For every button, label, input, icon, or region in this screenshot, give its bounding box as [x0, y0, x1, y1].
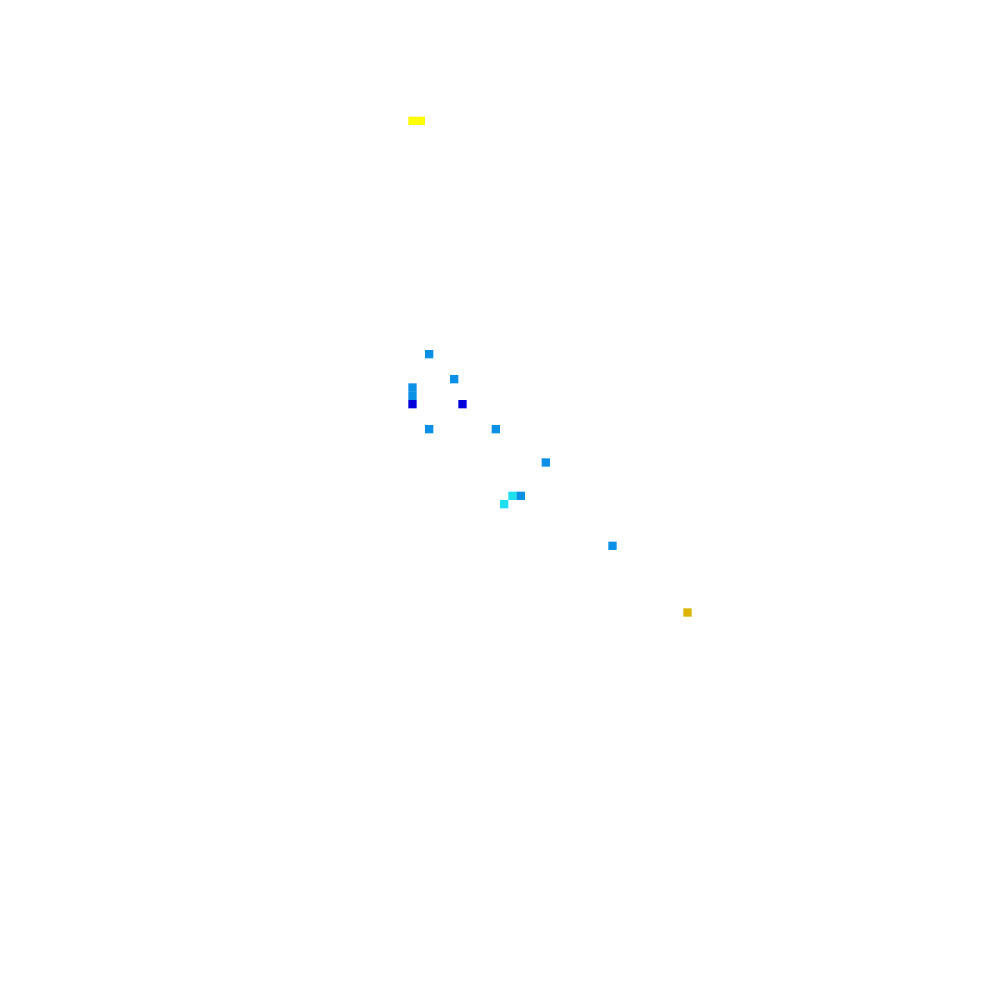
heatmap-cell	[491, 425, 500, 434]
heatmap-cell	[408, 383, 417, 392]
heatmap-cell	[516, 491, 525, 500]
heatmap-cell	[425, 425, 434, 434]
heatmap-cell	[541, 458, 550, 467]
heatmap-cell	[500, 500, 509, 509]
heatmap-cell	[458, 400, 467, 409]
heatmap-cells	[408, 116, 692, 617]
heatmap-cell	[450, 375, 459, 384]
heatmap-cell	[425, 350, 434, 359]
heatmap-cell	[408, 116, 417, 125]
heatmap-cell	[408, 391, 417, 400]
heatmap-cell	[508, 491, 517, 500]
heatmap-cell	[683, 608, 692, 617]
heatmap-cell	[408, 400, 417, 409]
heatmap-cell	[608, 541, 617, 550]
heatmap-cell	[416, 116, 425, 125]
